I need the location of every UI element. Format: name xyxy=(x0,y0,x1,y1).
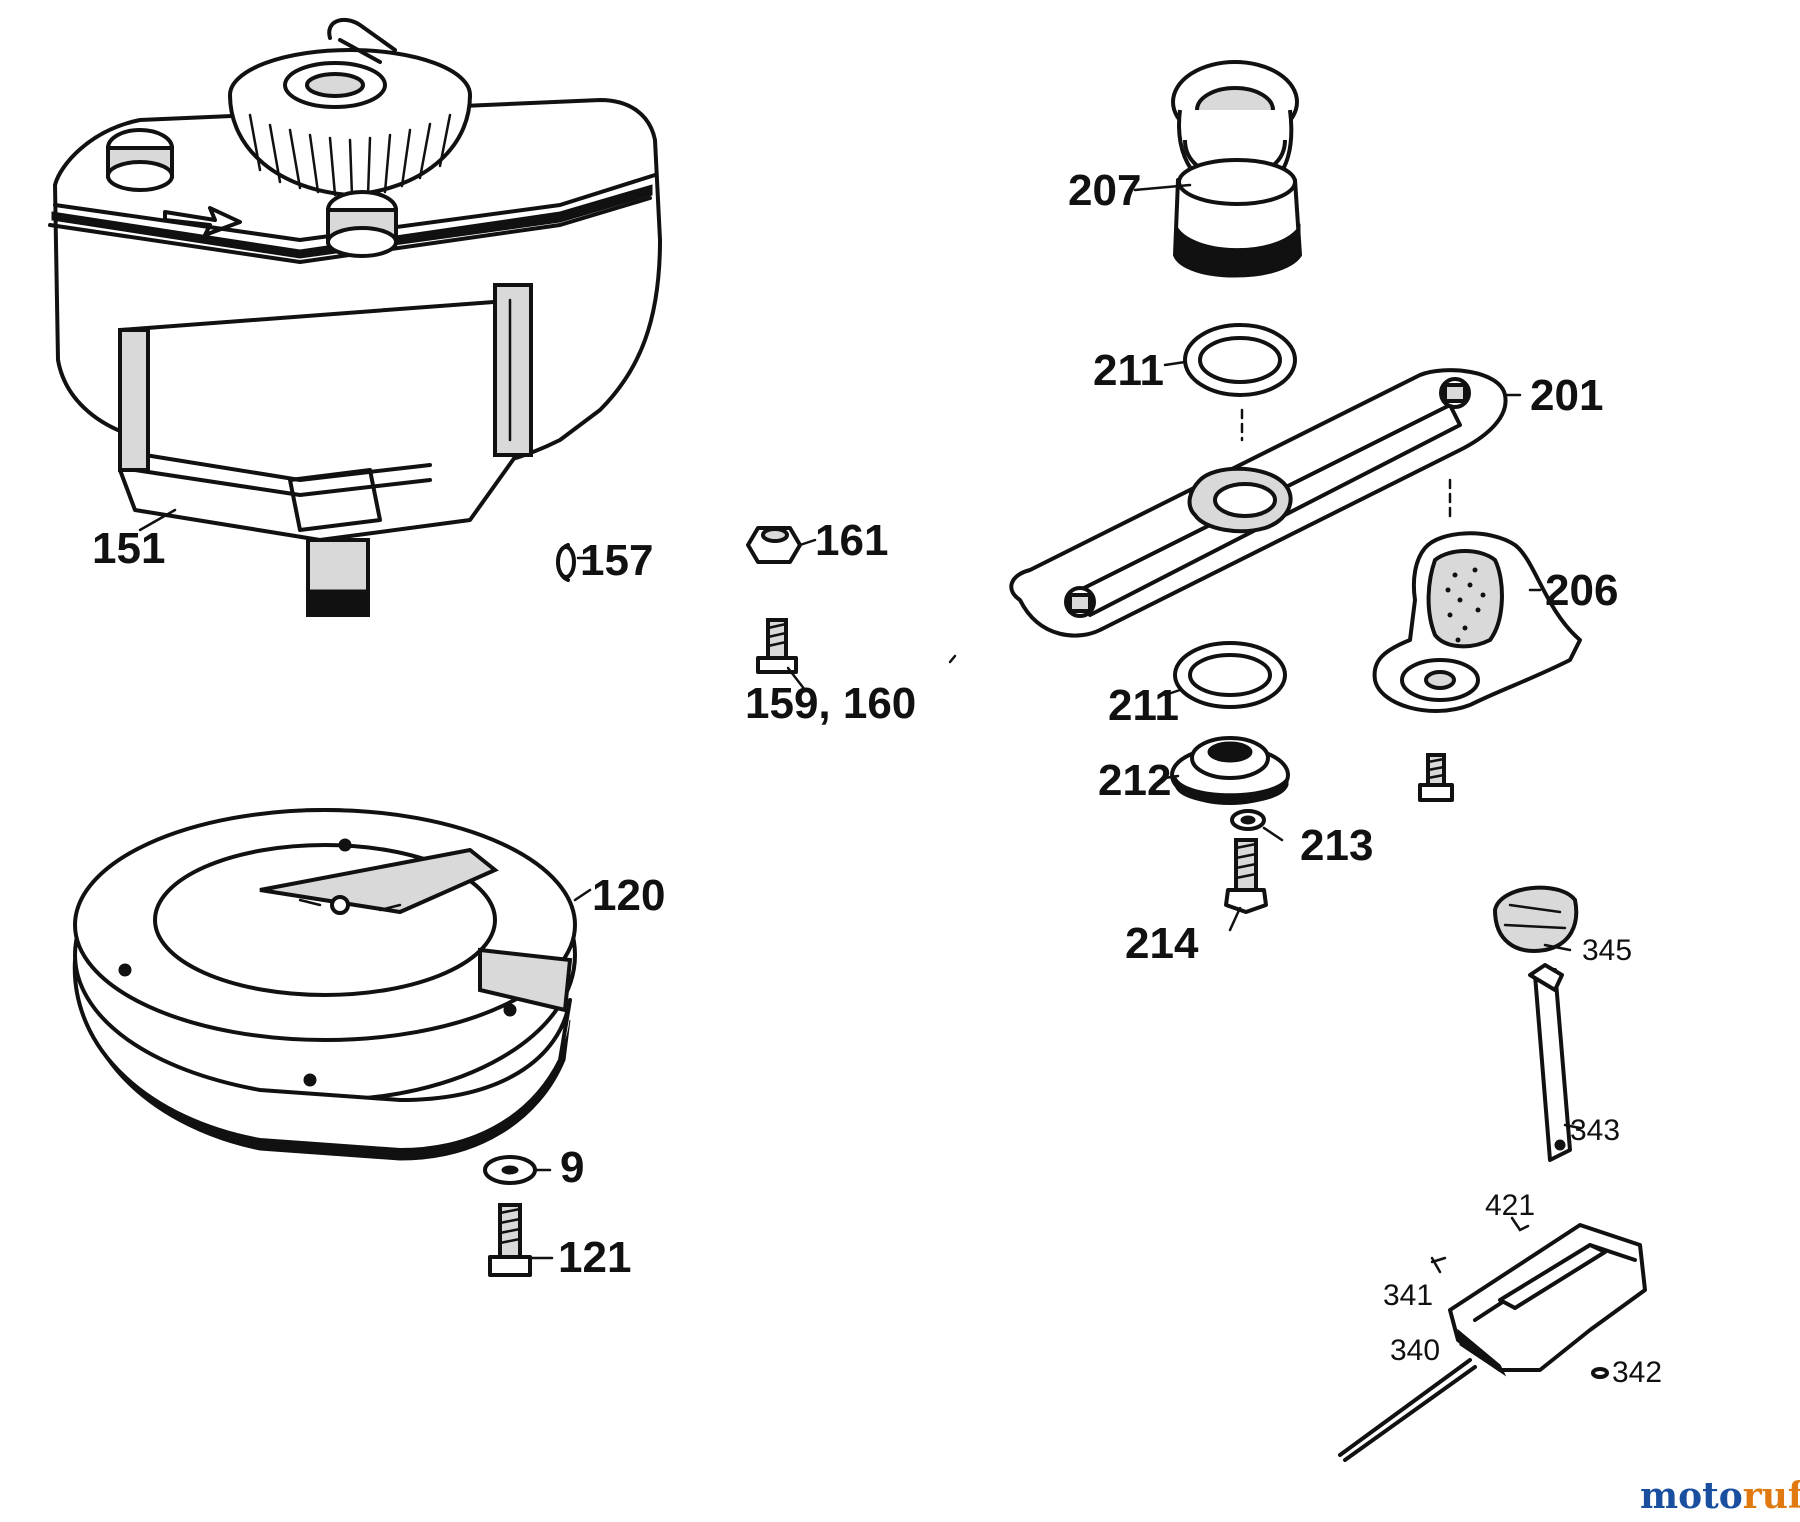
knob-part-345 xyxy=(1492,885,1579,953)
washer-part-211-bottom xyxy=(1173,641,1287,709)
label-340: 340 xyxy=(1390,1334,1440,1367)
label-206: 206 xyxy=(1545,566,1618,615)
label-157: 157 xyxy=(580,536,653,585)
motoruf-watermark-logo: motoruf.de xyxy=(1640,1475,1800,1517)
bolt-part-159-160 xyxy=(756,618,798,674)
screw-part-341 xyxy=(1430,1256,1447,1274)
label-159-160: 159, 160 xyxy=(745,679,916,728)
washer-part-9 xyxy=(483,1155,537,1185)
bolt-part-214 xyxy=(1224,838,1268,914)
control-rod-part-343 xyxy=(1528,963,1572,1162)
label-213: 213 xyxy=(1300,821,1373,870)
stray-mark xyxy=(948,654,957,664)
label-151: 151 xyxy=(92,524,165,573)
label-207: 207 xyxy=(1068,166,1141,215)
screw-near-lift-blade xyxy=(1418,753,1454,802)
label-345: 345 xyxy=(1582,934,1632,967)
hub-part-212 xyxy=(1170,736,1290,805)
nut-part-161 xyxy=(746,526,802,564)
blade-adapter-part-207 xyxy=(1171,60,1302,278)
washer-part-211-top xyxy=(1183,323,1297,442)
label-342: 342 xyxy=(1612,1356,1662,1389)
label-121: 121 xyxy=(558,1233,631,1282)
label-211-top: 211 xyxy=(1093,346,1164,395)
label-201: 201 xyxy=(1530,371,1603,420)
label-211-bottom: 211 xyxy=(1108,681,1179,730)
deck-ring-part-120 xyxy=(72,808,577,1161)
lift-blade-part-206 xyxy=(1372,531,1582,713)
bolt-part-121 xyxy=(488,1203,532,1277)
clip-part-157 xyxy=(556,543,576,582)
label-214: 214 xyxy=(1125,919,1199,968)
leader-lines xyxy=(138,183,1582,1260)
cable-end-part-421 xyxy=(1510,1216,1530,1232)
screw-part-342 xyxy=(1591,1367,1609,1379)
engine-part-151 xyxy=(48,17,662,617)
label-161: 161 xyxy=(815,516,888,565)
label-341: 341 xyxy=(1383,1279,1433,1312)
label-9: 9 xyxy=(560,1143,584,1192)
label-120: 120 xyxy=(592,871,665,920)
svg-text:motoruf.de: motoruf.de xyxy=(1640,1475,1800,1517)
label-343: 343 xyxy=(1570,1114,1620,1147)
label-421: 421 xyxy=(1485,1189,1535,1222)
lockwasher-part-213 xyxy=(1230,809,1266,831)
label-212: 212 xyxy=(1098,756,1171,805)
control-housing-part-340 xyxy=(1338,1223,1647,1462)
